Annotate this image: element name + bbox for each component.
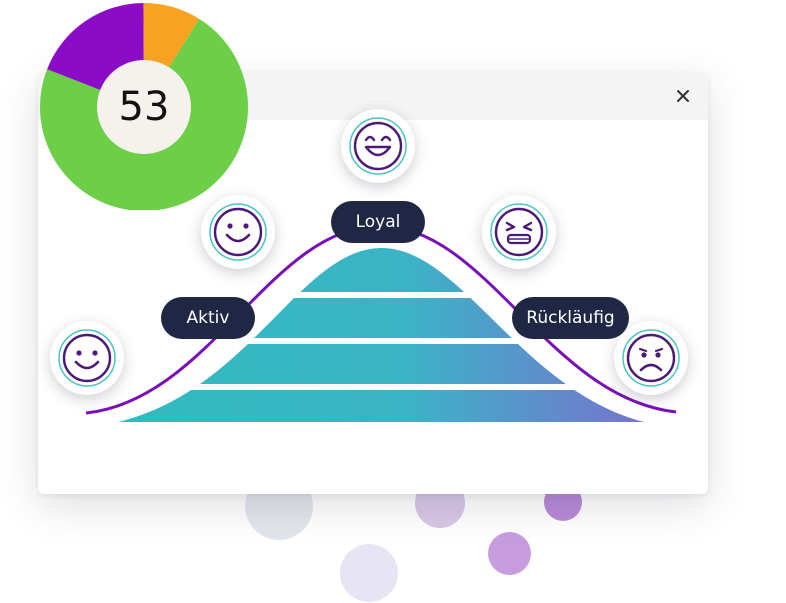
face-smile-left: [50, 321, 124, 395]
score-donut: [40, 3, 248, 210]
close-button[interactable]: [672, 85, 694, 107]
decor-bubble: [488, 532, 531, 575]
face-squint: [482, 195, 556, 269]
face-sad: [614, 321, 688, 395]
close-icon: [677, 90, 689, 102]
stage-label-ruecklaeufig[interactable]: Rückläufig: [512, 297, 629, 339]
stage-label-aktiv[interactable]: Aktiv: [161, 297, 255, 339]
decor-bubble: [340, 544, 398, 602]
score-value: 53: [118, 84, 170, 130]
face-happy: [201, 195, 275, 269]
sad-icon: [622, 329, 680, 387]
squint-icon: [490, 203, 548, 261]
pyramid-tier: [118, 390, 644, 422]
laughing-icon: [349, 117, 407, 175]
face-laughing: [341, 109, 415, 183]
donut-center: [97, 60, 191, 154]
smile-icon: [58, 329, 116, 387]
pyramid-tier: [118, 247, 644, 292]
stage-label-loyal[interactable]: Loyal: [331, 201, 425, 243]
happy-icon: [209, 203, 267, 261]
